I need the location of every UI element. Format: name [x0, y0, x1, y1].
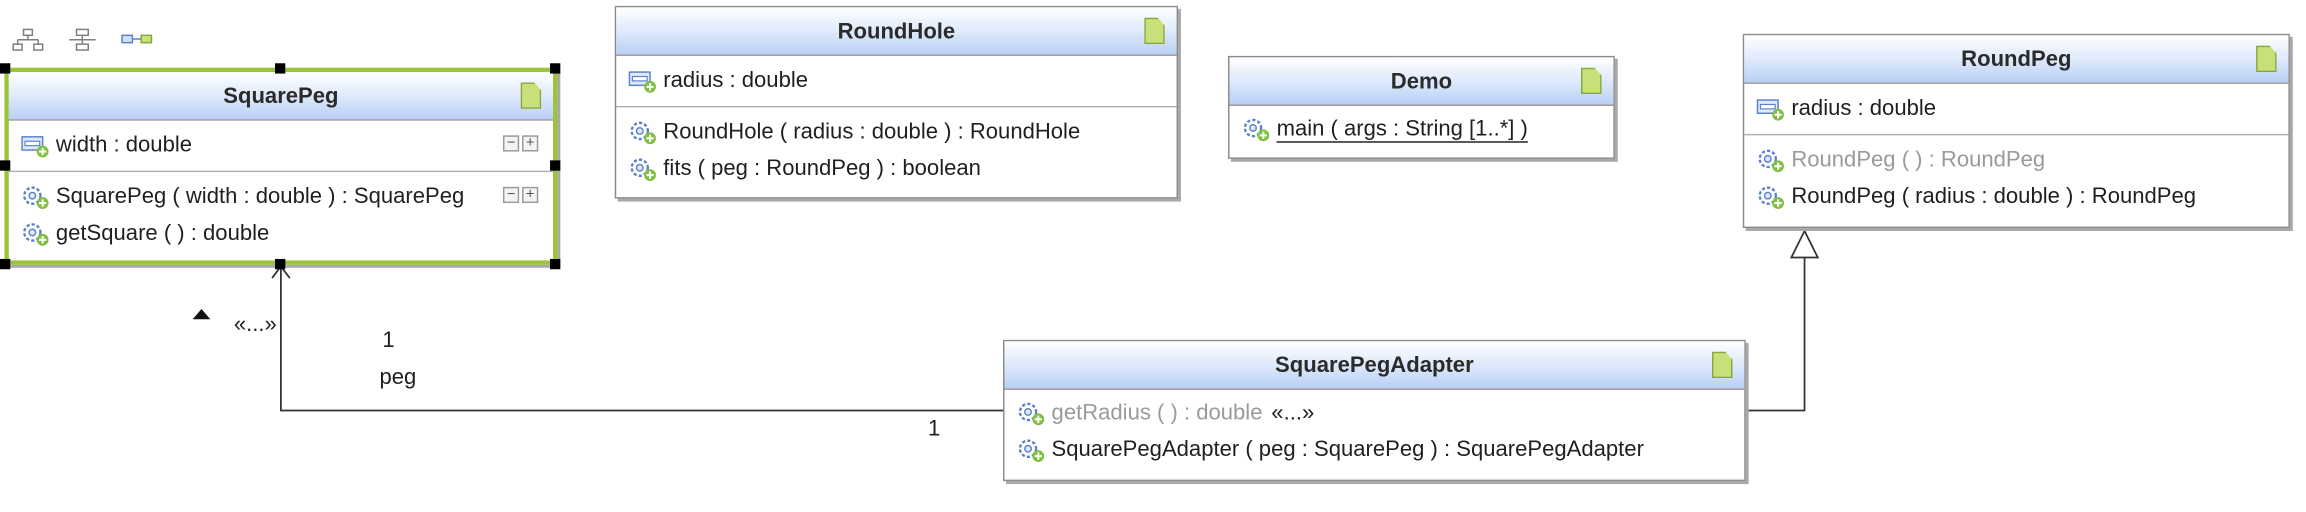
document-icon[interactable] — [1144, 17, 1165, 45]
operation-item[interactable]: getSquare ( ) : double — [9, 215, 553, 252]
hierarchy-layout-icon[interactable] — [12, 28, 44, 52]
document-icon[interactable] — [520, 82, 542, 109]
association-target-multiplicity: 1 — [382, 328, 395, 354]
compartment-toggles: − + — [502, 135, 539, 152]
operation-icon — [630, 157, 656, 181]
operation-icon — [1758, 185, 1784, 209]
document-icon[interactable] — [2256, 45, 2277, 73]
resize-handle[interactable] — [550, 63, 561, 74]
attribute-item[interactable]: radius : double — [1744, 90, 2288, 127]
attribute-icon — [21, 135, 49, 157]
class-round-hole[interactable]: RoundHole radius : double — [614, 5, 1179, 199]
class-header[interactable]: Demo — [1229, 57, 1614, 106]
resize-handle[interactable] — [550, 258, 561, 270]
attributes-compartment: width : double − + — [8, 121, 553, 173]
class-header[interactable]: SquarePeg — [8, 72, 553, 121]
operations-compartment: main ( args : String [1..*] ) — [1230, 106, 1614, 155]
tree-layout-icon[interactable] — [66, 28, 98, 52]
generalization-arrowhead — [1789, 229, 1820, 259]
attributes-compartment: radius : double — [1744, 84, 2289, 136]
operation-item[interactable]: main ( args : String [1..*] ) — [1230, 110, 1614, 147]
operation-icon — [23, 222, 49, 245]
direction-marker — [192, 308, 211, 320]
attributes-compartment: radius : double — [616, 56, 1177, 108]
class-header[interactable]: RoundHole — [616, 7, 1177, 56]
association-target-role: peg — [379, 364, 417, 390]
resize-handle[interactable] — [0, 63, 11, 74]
collapse-icon[interactable]: − — [502, 186, 520, 204]
resize-handle[interactable] — [275, 258, 286, 270]
class-demo[interactable]: Demo main ( args : String [1..*] ) — [1228, 55, 1615, 159]
class-square-peg[interactable]: SquarePeg width : double − + — [4, 67, 558, 265]
association-stereotype: «...» — [233, 311, 277, 337]
operation-icon — [630, 120, 656, 144]
operation-item[interactable]: RoundHole ( radius : double ) : RoundHol… — [616, 113, 1176, 150]
operation-icon — [1018, 401, 1045, 425]
operation-icon — [1018, 438, 1045, 462]
operation-item[interactable]: SquarePeg ( width : double ) : SquarePeg… — [9, 178, 553, 215]
operation-item[interactable]: RoundPeg ( ) : RoundPeg — [1744, 141, 2288, 178]
document-icon[interactable] — [1581, 67, 1602, 95]
class-header[interactable]: SquarePegAdapter — [1004, 341, 1745, 390]
class-name: SquarePegAdapter — [1275, 352, 1474, 378]
generalization-line[interactable] — [1745, 257, 1806, 412]
resize-handle[interactable] — [0, 160, 11, 171]
association-source-multiplicity: 1 — [928, 416, 941, 442]
connector-layout-icon[interactable] — [121, 28, 153, 52]
resize-handle[interactable] — [550, 160, 561, 171]
resize-handle[interactable] — [275, 63, 286, 74]
expand-icon[interactable]: + — [522, 135, 539, 152]
operation-stereotype: «...» — [1271, 400, 1315, 426]
association-line[interactable] — [280, 266, 1004, 412]
attribute-item[interactable]: width : double − + — [9, 127, 553, 164]
operations-compartment: RoundHole ( radius : double ) : RoundHol… — [616, 107, 1176, 194]
operations-compartment: RoundPeg ( ) : RoundPeg RoundPeg ( radiu… — [1744, 135, 2288, 222]
operation-icon — [1758, 148, 1784, 172]
operation-item[interactable]: SquarePegAdapter ( peg : SquarePeg ) : S… — [1004, 431, 1744, 468]
operation-item[interactable]: getRadius ( ) : double «...» — [1004, 394, 1744, 431]
operations-compartment: getRadius ( ) : double «...» SquarePegAd… — [1004, 390, 1744, 475]
class-header[interactable]: RoundPeg — [1744, 35, 2289, 84]
class-name: RoundPeg — [1961, 46, 2072, 72]
expand-icon[interactable]: + — [522, 186, 539, 204]
operation-icon — [1243, 117, 1270, 141]
attribute-icon — [1756, 98, 1784, 120]
operations-compartment: SquarePeg ( width : double ) : SquarePeg… — [9, 172, 553, 259]
operation-item[interactable]: fits ( peg : RoundPeg ) : boolean — [616, 150, 1176, 187]
document-icon[interactable] — [1711, 351, 1733, 379]
collapse-icon[interactable]: − — [502, 135, 520, 152]
class-name: RoundHole — [837, 18, 956, 44]
operation-icon — [23, 185, 49, 209]
class-square-peg-adapter[interactable]: SquarePegAdapter getRadius ( ) : double … — [1003, 339, 1746, 482]
attribute-icon — [628, 70, 656, 92]
class-name: SquarePeg — [223, 83, 339, 109]
class-round-peg[interactable]: RoundPeg radius : double — [1742, 33, 2290, 229]
attribute-item[interactable]: radius : double — [616, 62, 1176, 99]
compartment-toggles: − + — [502, 186, 539, 204]
resize-handle[interactable] — [0, 258, 11, 270]
class-name: Demo — [1390, 68, 1453, 94]
operation-item[interactable]: RoundPeg ( radius : double ) : RoundPeg — [1744, 178, 2288, 215]
